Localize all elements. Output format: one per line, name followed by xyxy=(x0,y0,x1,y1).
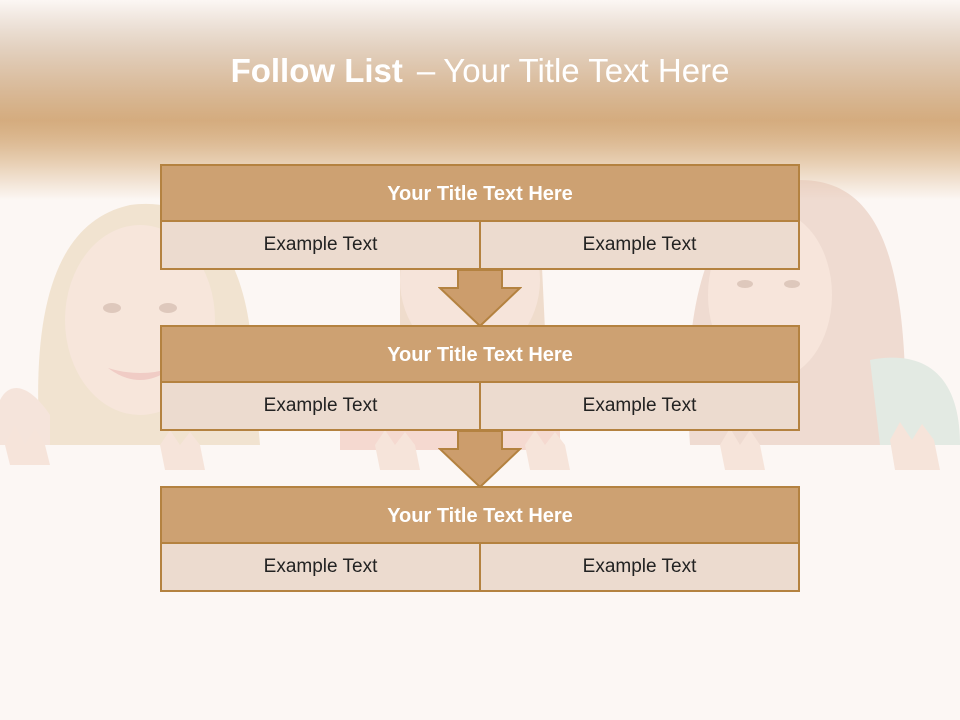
list-block-3: Your Title Text Here Example Text Exampl… xyxy=(160,486,800,592)
block-title: Your Title Text Here xyxy=(162,166,798,222)
block-cell-right: Example Text xyxy=(479,222,798,268)
block-title: Your Title Text Here xyxy=(162,488,798,544)
block-cell-right: Example Text xyxy=(479,383,798,429)
block-cell-left: Example Text xyxy=(162,222,479,268)
block-title: Your Title Text Here xyxy=(162,327,798,383)
block-cell-left: Example Text xyxy=(162,544,479,590)
title-rest: Your Title Text Here xyxy=(443,52,730,89)
down-arrow-icon xyxy=(438,270,522,328)
slide-title: Follow List–Your Title Text Here xyxy=(0,52,960,90)
block-row: Example Text Example Text xyxy=(162,222,798,268)
block-cell-left: Example Text xyxy=(162,383,479,429)
title-bold: Follow List xyxy=(230,52,403,89)
block-row: Example Text Example Text xyxy=(162,544,798,590)
down-arrow-icon xyxy=(438,431,522,489)
list-block-2: Your Title Text Here Example Text Exampl… xyxy=(160,325,800,431)
block-cell-right: Example Text xyxy=(479,544,798,590)
title-dash: – xyxy=(416,52,436,89)
list-block-1: Your Title Text Here Example Text Exampl… xyxy=(160,164,800,270)
block-row: Example Text Example Text xyxy=(162,383,798,429)
